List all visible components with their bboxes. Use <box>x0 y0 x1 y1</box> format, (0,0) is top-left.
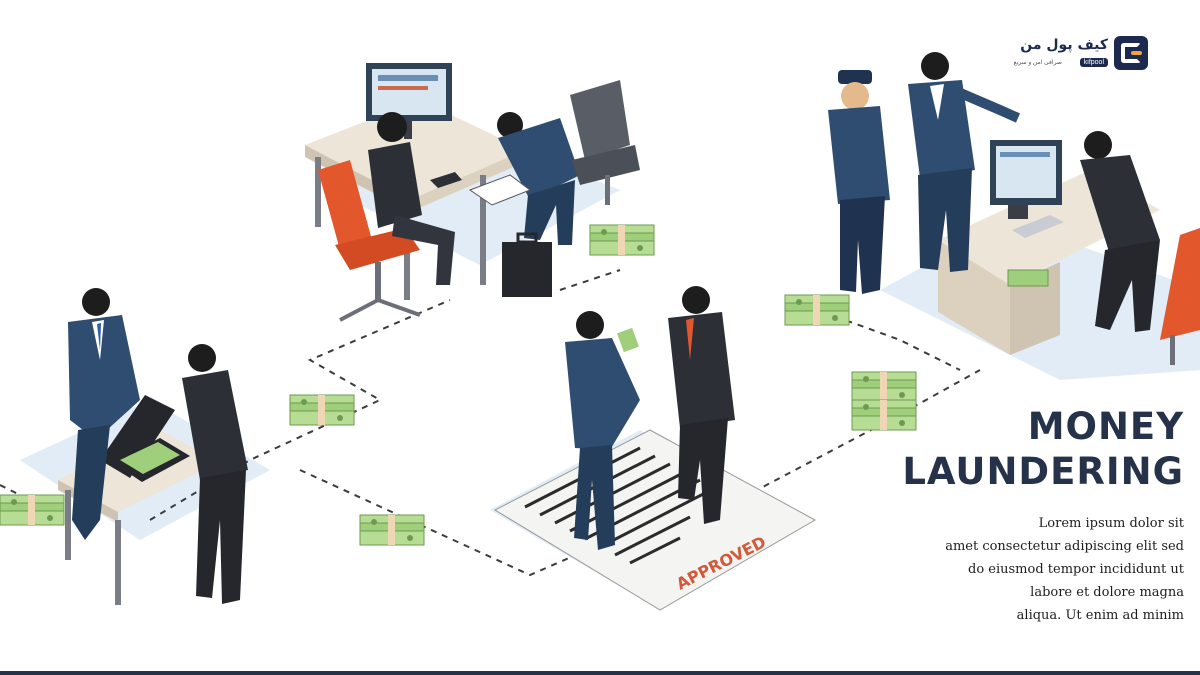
cash-stack-4 <box>359 514 425 546</box>
body-line: amet consectetur adipiscing elit sed <box>945 539 1184 554</box>
description-text: Lorem ipsum dolor sit amet consectetur a… <box>884 512 1184 627</box>
headline-line-2: LAUNDERING <box>902 450 1184 493</box>
brand-name: کیف پول من <box>1020 37 1108 53</box>
brand-tag: kifpool <box>1079 58 1108 67</box>
headline-line-1: MONEY <box>1027 405 1184 448</box>
brand-logo: کیف پول من kifpool صرافی امن و سریع <box>1014 36 1148 76</box>
brand-subtitle: صرافی امن و سریع <box>1013 60 1063 66</box>
body-line: labore et dolore magna <box>1030 585 1184 600</box>
cash-stack-3 <box>0 494 65 526</box>
investigation-office-scene <box>828 52 1200 365</box>
page-title: MONEY LAUNDERING <box>902 404 1184 494</box>
cash-stack-6 <box>851 371 917 403</box>
cash-stack-5 <box>784 294 850 326</box>
wallet-logo-icon <box>1114 36 1148 70</box>
body-line: aliqua. Ut enim ad minim <box>1016 608 1184 623</box>
body-line: Lorem ipsum dolor sit <box>1038 516 1184 531</box>
bottom-divider <box>0 671 1200 675</box>
cash-stack-2 <box>289 394 355 426</box>
office-desk-scene-top <box>305 63 640 322</box>
briefcase-exchange-scene <box>58 288 248 605</box>
body-line: do eiusmod tempor incididunt ut <box>968 562 1184 577</box>
cash-stack-1 <box>589 224 655 256</box>
document-deal-scene: APPROVED <box>493 286 817 611</box>
